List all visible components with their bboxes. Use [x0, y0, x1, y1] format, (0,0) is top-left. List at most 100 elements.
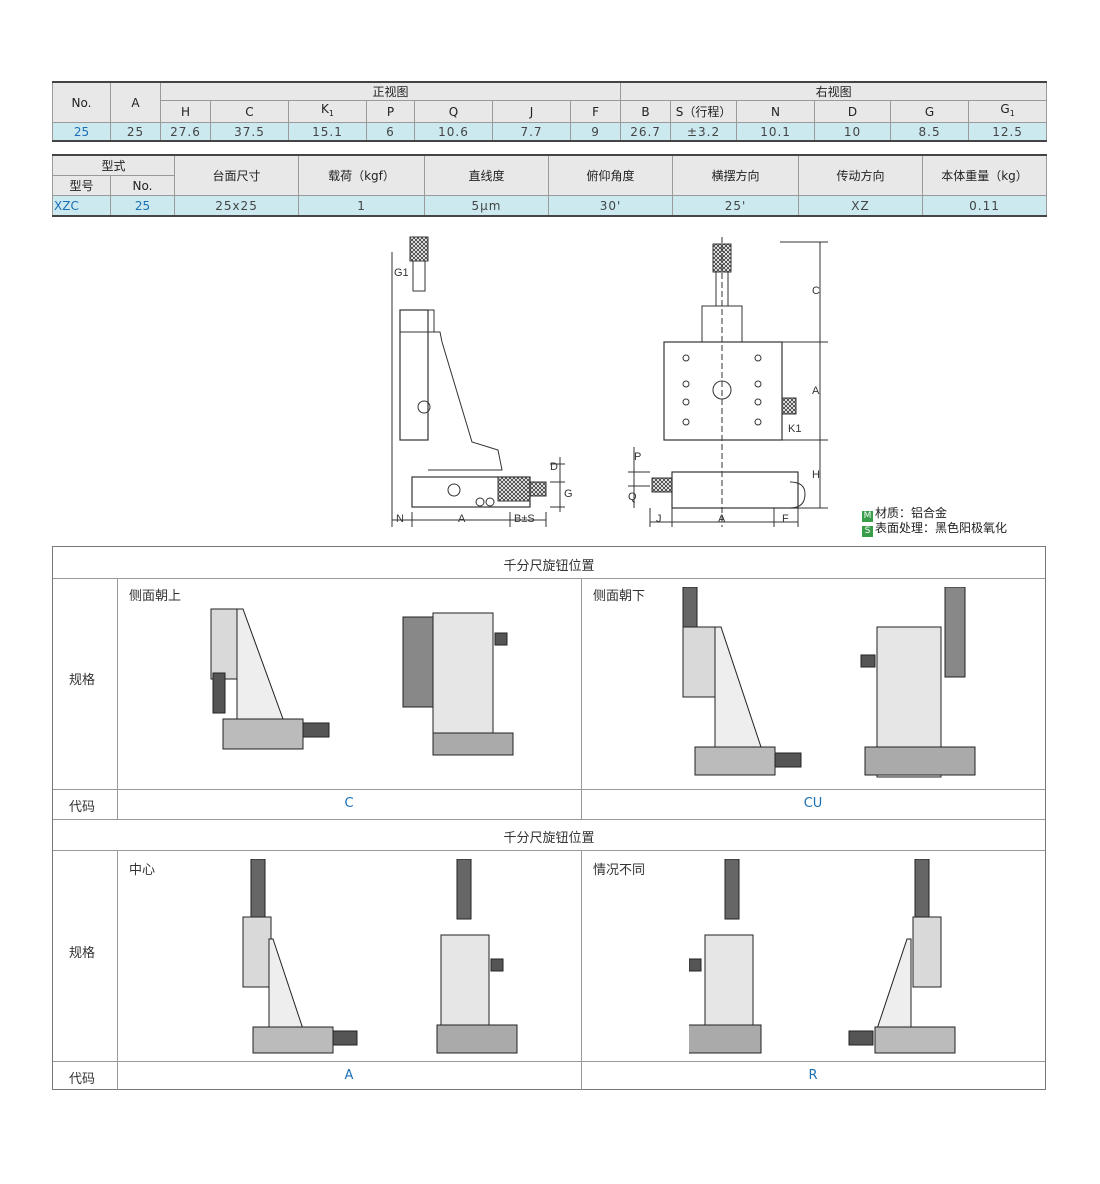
cell-size: 25x25 — [174, 195, 300, 217]
code-cu: CU — [803, 796, 823, 811]
cell-g: 8.5 — [890, 122, 970, 142]
knob-position-grid: 千分尺旋钮位置 千分尺旋钮位置 规格 代码 规格 代码 侧面朝上 侧面朝下 中心… — [52, 546, 1046, 1090]
front-view-header: 正视图 — [159, 81, 622, 101]
cell-k1: 15.1 — [288, 122, 367, 142]
col-j-header: J — [492, 100, 571, 123]
col-c-header: C — [210, 100, 289, 123]
stage-image-side-up — [210, 608, 514, 756]
dim-g: G — [564, 488, 573, 500]
caption-center: 中心 — [129, 863, 156, 878]
col-q-header: Q — [414, 100, 493, 123]
right-view-header: 右视图 — [620, 81, 1048, 101]
col-g1-header: G1 — [968, 100, 1048, 123]
model-header: 型号 — [52, 175, 111, 196]
dim-c: C — [812, 285, 820, 297]
dim-d: D — [550, 461, 558, 473]
code-label-2: 代码 — [69, 1072, 96, 1087]
model-table: 型式 台面尺寸 载荷（kgf） 直线度 俯仰角度 横摆方向 传动方向 本体重量（… — [51, 154, 1048, 217]
col-k1-header: K1 — [288, 100, 367, 123]
col-k1-sub: 1 — [328, 109, 334, 118]
dim-k1: K1 — [788, 423, 801, 435]
surface-badge: S — [862, 526, 873, 537]
col-s-header: S（行程） — [670, 100, 738, 123]
cell-h: 27.6 — [160, 122, 211, 142]
dim-a-right: A — [812, 385, 820, 397]
col-a-header: A — [110, 81, 161, 123]
cell-f: 9 — [569, 122, 622, 142]
col-g1-letter: G — [1000, 102, 1010, 116]
cell-drive: XZ — [798, 195, 924, 217]
dim-j: J — [656, 513, 662, 525]
no-header: No. — [109, 175, 176, 196]
col-g1-sub: 1 — [1009, 109, 1015, 118]
col-k1-letter: K — [321, 102, 329, 116]
caption-side-down: 侧面朝下 — [593, 589, 646, 604]
dim-p: P — [634, 451, 641, 463]
stage-image-varies — [689, 859, 956, 1054]
cell-p: 6 — [366, 122, 415, 142]
col-d-header: D — [814, 100, 892, 123]
cell-pitch: 30' — [548, 195, 674, 217]
cell-model: XZC — [52, 195, 111, 217]
caption-varies: 情况不同 — [593, 863, 646, 878]
spec-table: No. A 正视图 右视图 H C K1 P Q J F B S（行程） N D… — [52, 81, 1048, 142]
dim-q: Q — [628, 491, 637, 503]
front-view-outline — [391, 236, 565, 527]
cell-q: 10.6 — [414, 122, 493, 142]
cell-yaw: 25' — [672, 195, 800, 217]
dim-f: F — [782, 513, 789, 525]
spec-label-2: 规格 — [69, 946, 96, 961]
dimension-drawing: G1 N A B±S D G C A K1 H P Q J A F — [391, 236, 828, 527]
col-drive-header: 传动方向 — [798, 154, 924, 196]
col-b-header: B — [620, 100, 672, 123]
col-n-header: N — [736, 100, 816, 123]
cell-straightness: 5μm — [424, 195, 550, 217]
caption-side-up: 侧面朝上 — [129, 589, 182, 604]
surface-text: 表面处理：黑色阳极氧化 — [875, 521, 1008, 535]
dim-a-front: A — [458, 513, 466, 525]
cell-d: 10 — [814, 122, 892, 142]
dim-n: N — [396, 513, 404, 525]
cell-load: 1 — [298, 195, 426, 217]
cell-j: 7.7 — [492, 122, 571, 142]
cell-b: 26.7 — [620, 122, 672, 142]
cell-no: 25 — [52, 122, 111, 142]
right-view-outline — [628, 237, 828, 527]
code-a: A — [344, 1068, 354, 1083]
dim-bs: B±S — [514, 513, 535, 525]
cell-model-no: 25 — [109, 195, 176, 217]
code-label-1: 代码 — [69, 800, 96, 815]
section-title-2: 千分尺旋钮位置 — [503, 831, 595, 846]
col-g-header: G — [890, 100, 970, 123]
col-size-header: 台面尺寸 — [174, 154, 300, 196]
col-pitch-header: 俯仰角度 — [548, 154, 674, 196]
code-c: C — [344, 796, 354, 811]
cell-g1: 12.5 — [968, 122, 1048, 142]
col-p-header: P — [366, 100, 415, 123]
col-h-header: H — [160, 100, 211, 123]
col-straightness-header: 直线度 — [424, 154, 550, 196]
col-f-header: F — [569, 100, 622, 123]
cell-weight: 0.11 — [922, 195, 1048, 217]
stage-image-side-down — [682, 587, 976, 778]
col-no-header: No. — [52, 81, 111, 123]
cell-a: 25 — [110, 122, 161, 142]
spec-label-1: 规格 — [69, 673, 96, 688]
dim-a-bottom: A — [718, 513, 726, 525]
col-yaw-header: 横摆方向 — [672, 154, 800, 196]
material-badge: M — [862, 511, 873, 522]
code-r: R — [808, 1068, 818, 1083]
material-text: 材质：铝合金 — [875, 506, 948, 520]
cell-c: 37.5 — [210, 122, 289, 142]
dim-h: H — [812, 469, 820, 481]
col-load-header: 载荷（kgf） — [298, 154, 426, 196]
col-weight-header: 本体重量（kg） — [922, 154, 1048, 196]
stage-image-center — [242, 859, 518, 1054]
dim-g1: G1 — [394, 267, 409, 279]
section-title-1: 千分尺旋钮位置 — [503, 559, 595, 574]
cell-s: ±3.2 — [670, 122, 738, 142]
cell-n: 10.1 — [736, 122, 816, 142]
type-header: 型式 — [51, 154, 176, 176]
